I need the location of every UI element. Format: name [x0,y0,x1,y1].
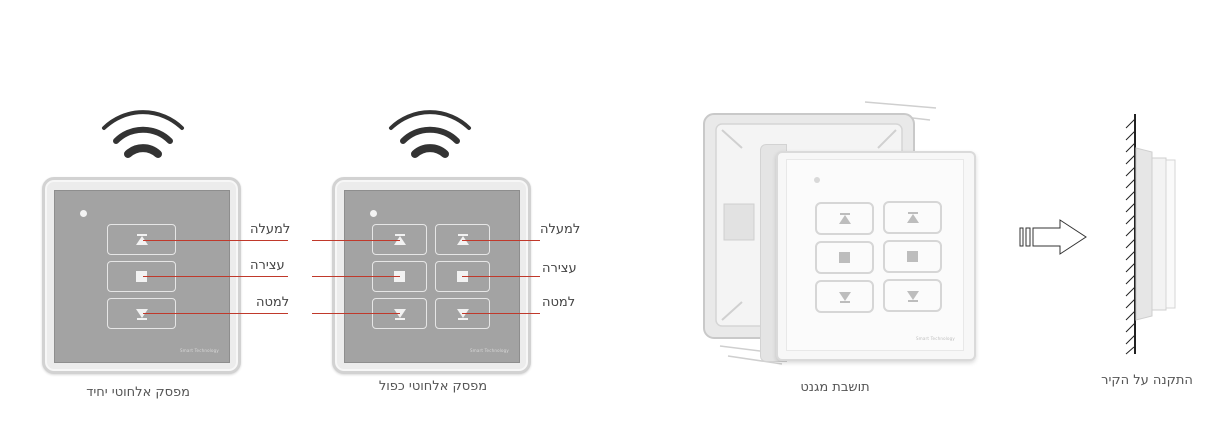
magnet-right-down-button[interactable] [883,279,942,312]
label-stop: עצירה [542,261,577,276]
label-stop: עצירה [250,258,285,273]
down-arrow-icon [906,290,919,302]
brand-text: Smart Technology [180,348,219,353]
magnet-left-stop-button[interactable] [815,241,874,274]
right-arrow-icon [1019,219,1087,255]
stop-icon [136,271,147,282]
up-arrow-icon [906,211,919,223]
double-switch-caption: מפסק אלחוטי כפול [378,379,488,394]
magnet-left-down-button[interactable] [815,280,874,313]
magnet-mount-caption: תושבת מגנט [800,380,870,395]
magnet-front-inner [786,159,964,351]
pointer-line-down [143,313,288,314]
down-arrow-icon [135,308,148,320]
label-down: למטה [542,295,576,310]
up-arrow-icon [838,212,851,224]
pointer-line-left-down [312,313,400,314]
pointer-line-right-up [462,240,540,241]
wifi-icon [102,110,184,158]
pointer-line-right-stop [462,276,540,277]
status-led [814,177,820,183]
wifi-icon [389,110,471,158]
pointer-line-stop [143,276,288,277]
single-switch-caption: מפסק אלחוטי יחיד [86,385,190,400]
status-led [370,210,377,217]
stop-icon [839,252,850,263]
brand-text: Smart Technology [470,348,509,353]
pointer-line-up [143,240,288,241]
label-up: למעלה [540,222,581,237]
status-led [80,210,87,217]
single-up-button[interactable] [107,224,176,255]
magnet-right-stop-button[interactable] [883,240,942,273]
up-arrow-icon [135,233,148,245]
pointer-line-left-up [312,240,400,241]
pointer-line-right-down [462,313,540,314]
stop-icon [907,251,918,262]
pointer-line-left-stop [312,276,400,277]
label-up: למעלה [250,222,291,237]
brand-text: Smart Technology [916,336,955,341]
magnet-right-up-button[interactable] [883,201,942,234]
magnet-left-up-button[interactable] [815,202,874,235]
label-down: למטה [256,295,290,310]
wall-mount-side-view [1125,114,1176,355]
down-arrow-icon [838,291,851,303]
wall-mount-caption: התקנה על הקיר [1101,373,1193,388]
